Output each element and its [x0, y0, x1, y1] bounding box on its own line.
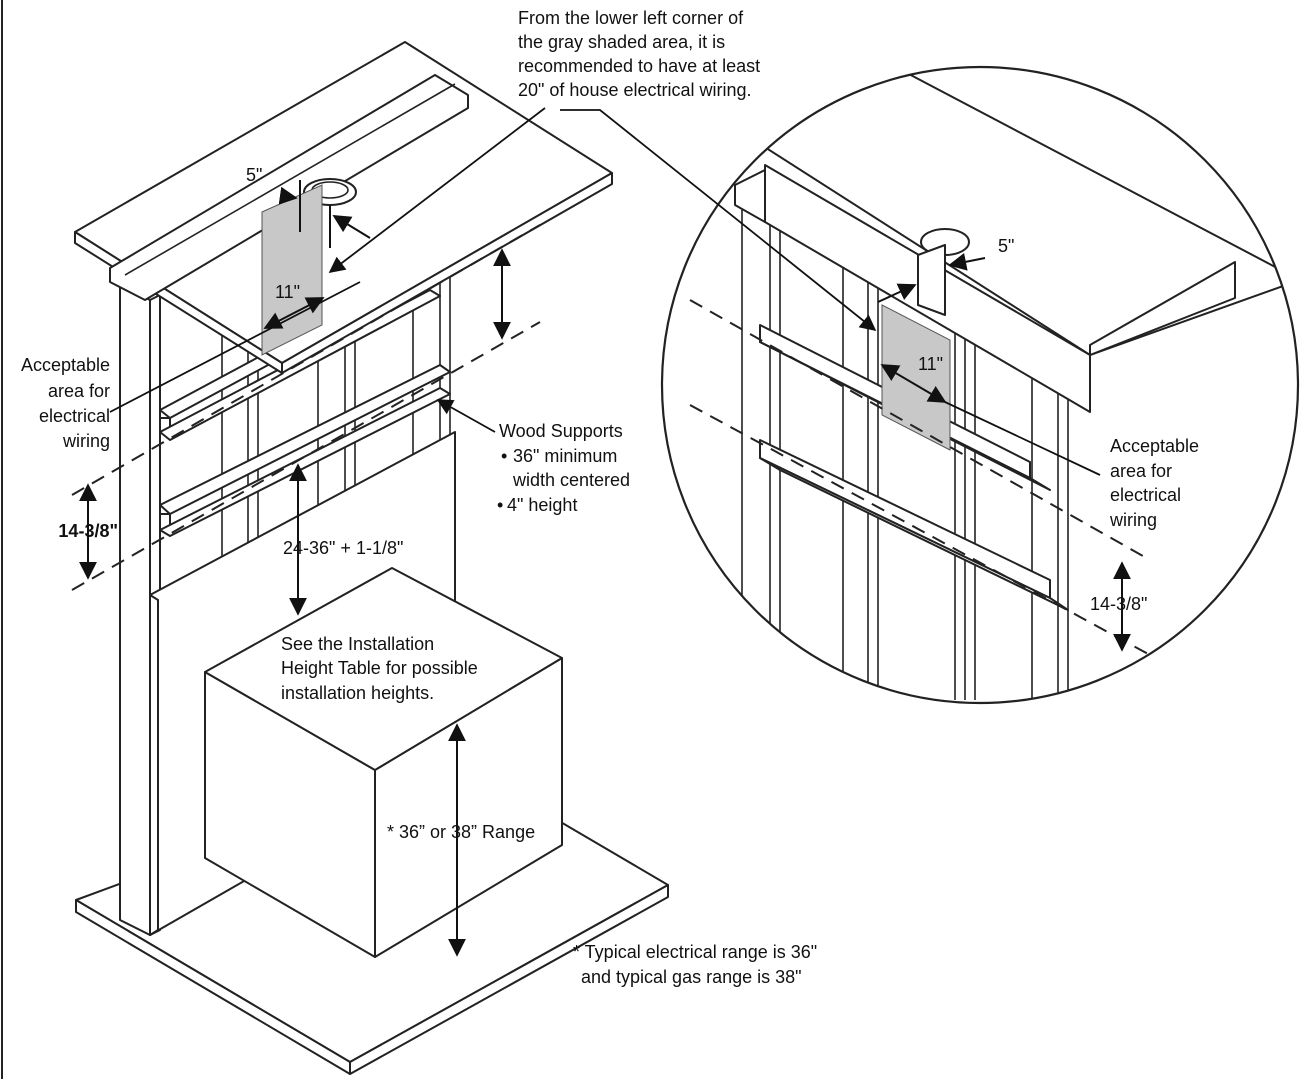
footnote-line-2: and typical gas range is 38" — [581, 967, 802, 987]
acceptable-area-right-line-2: area for — [1110, 461, 1172, 481]
zoom-dim-5-label: 5" — [998, 236, 1014, 256]
clearance-label: 24-36" + 1-1/8" — [283, 538, 403, 558]
see-table-line-2: Height Table for possible — [281, 658, 478, 678]
acceptable-area-left-line-3: electrical — [39, 406, 110, 426]
zoom-studs — [741, 200, 1069, 700]
floor-edge-right — [349, 884, 669, 1075]
range-box — [204, 567, 563, 958]
dim-5-arrow — [278, 186, 298, 205]
wood-supports-bullet-1: • — [501, 446, 507, 466]
wood-supports-title: Wood Supports — [499, 421, 623, 441]
wood-supports-line-1: 36" minimum — [513, 446, 617, 466]
range-height-label: * 36” or 38” Range — [387, 822, 535, 842]
drywall-edge — [149, 594, 159, 936]
dim-11-label: 11" — [275, 282, 300, 302]
wiring-note-line-2: the gray shaded area, it is — [518, 32, 725, 52]
acceptable-area-left-line-2: area for — [48, 381, 110, 401]
see-table-line-1: See the Installation — [281, 634, 434, 654]
dim-5-label: 5" — [246, 165, 262, 185]
zoom-detail-view — [660, 65, 1300, 705]
wood-supports-leader — [436, 399, 496, 433]
wiring-note-line-4: 20" of house electrical wiring. — [518, 80, 752, 100]
electrical-area-shade — [261, 184, 323, 356]
wood-supports-line-2: width centered — [512, 470, 630, 490]
acceptable-area-right-line-3: electrical — [1110, 485, 1181, 505]
wiring-note-line-3: recommended to have at least — [518, 56, 760, 76]
see-table-line-3: installation heights. — [281, 683, 434, 703]
dim-11-arrow — [263, 297, 325, 329]
acceptable-area-right-line-4: wiring — [1109, 510, 1157, 530]
zoom-dim-11-label: 11" — [918, 354, 943, 374]
acceptable-area-right-line-1: Acceptable — [1110, 436, 1199, 456]
labels: From the lower left corner of the gray s… — [21, 8, 1199, 987]
dim-5-arrow-right — [332, 215, 371, 239]
zoom-hood — [734, 71, 1298, 413]
main-view — [71, 41, 669, 1075]
acceptable-area-leader-left — [109, 281, 361, 413]
note-leader-left — [328, 107, 546, 273]
acceptable-area-left-line-4: wiring — [62, 431, 110, 451]
zone-line-bottom — [71, 321, 541, 591]
dim-14-right-label: 14-3/8" — [1090, 594, 1147, 614]
zoom-circle — [660, 65, 1300, 705]
wood-supports-line-3: 4" height — [507, 495, 577, 515]
zone-line-top — [71, 224, 541, 496]
dim-14-left-label: 14-3/8" — [58, 521, 118, 541]
note-leader-right — [560, 109, 877, 332]
acceptable-area-left-line-1: Acceptable — [21, 355, 110, 375]
footnote-line-1: * Typical electrical range is 36" — [573, 942, 817, 962]
wiring-note-line-1: From the lower left corner of — [518, 8, 744, 28]
wood-supports-bullet-2: • — [497, 495, 503, 515]
